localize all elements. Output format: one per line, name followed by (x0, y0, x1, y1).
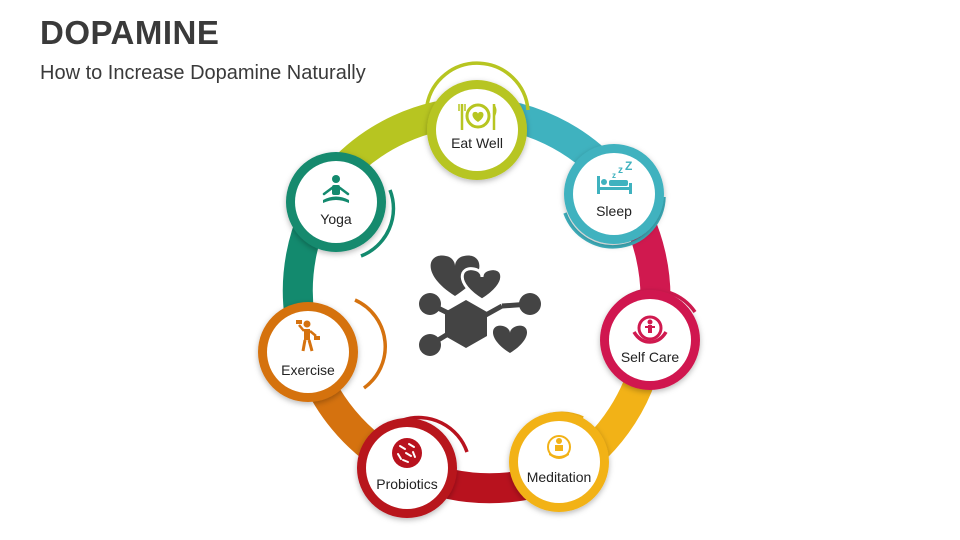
meditation-icon (547, 435, 571, 459)
node-meditation: Meditation (509, 411, 609, 512)
node-sleep-accent-arc (563, 196, 666, 249)
svg-text:Z: Z (625, 159, 632, 173)
node-label-exercise: Exercise (281, 362, 335, 378)
node-eat-well: Eat Well (425, 61, 530, 180)
probiotics-icon (392, 438, 422, 468)
node-sleep: z z Z Sleep (563, 144, 666, 249)
svg-text:z: z (618, 165, 623, 176)
page-title: DOPAMINE (40, 14, 220, 51)
page-subtitle: How to Increase Dopamine Naturally (40, 62, 366, 84)
node-label-eat-well: Eat Well (451, 135, 503, 151)
node-probiotics: Probiotics (357, 415, 469, 518)
node-self-care: Self Care (600, 288, 700, 390)
yoga-icon (322, 175, 350, 203)
sleep-bed-icon: z z Z (597, 159, 632, 194)
node-probiotics-accent-arc (402, 415, 469, 453)
self-care-icon (632, 315, 668, 344)
node-exercise: Exercise (258, 298, 387, 402)
dopamine-molecule-hearts-icon (419, 255, 541, 356)
node-label-self-care: Self Care (621, 349, 680, 365)
exercise-icon (296, 320, 320, 352)
node-label-probiotics: Probiotics (376, 476, 437, 492)
node-exercise-accent-arc (354, 298, 387, 390)
node-label-sleep: Sleep (596, 203, 632, 219)
svg-text:z: z (612, 171, 616, 180)
node-yoga: Yoga (286, 152, 396, 258)
node-label-meditation: Meditation (527, 469, 592, 485)
plate-cutlery-icon (458, 103, 497, 130)
node-yoga-accent-arc (360, 189, 396, 258)
node-label-yoga: Yoga (320, 211, 352, 227)
node-eat-well-accent-arc (425, 61, 530, 111)
